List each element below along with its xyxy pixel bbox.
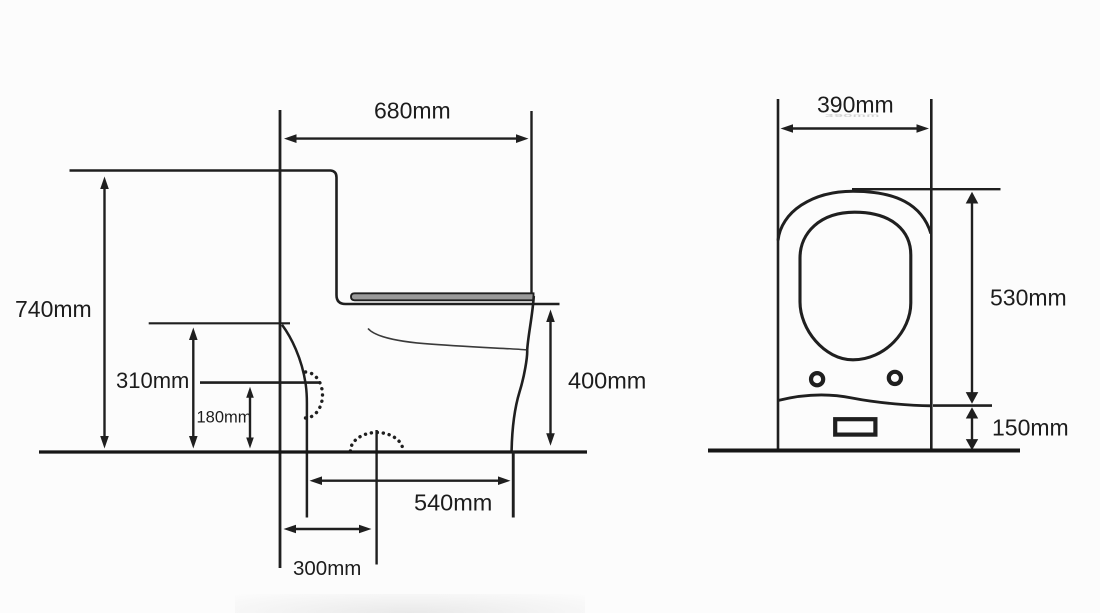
- svg-text:310mm: 310mm: [116, 368, 189, 393]
- svg-text:390mm: 390mm: [817, 91, 894, 117]
- svg-text:180mm: 180mm: [197, 409, 252, 427]
- svg-text:400mm: 400mm: [568, 367, 646, 393]
- svg-text:300mm: 300mm: [293, 557, 361, 580]
- svg-text:740mm: 740mm: [15, 296, 92, 322]
- svg-text:530mm: 530mm: [990, 284, 1067, 310]
- svg-text:540mm: 540mm: [414, 489, 492, 515]
- svg-text:150mm: 150mm: [992, 415, 1069, 441]
- svg-text:680mm: 680mm: [374, 98, 451, 124]
